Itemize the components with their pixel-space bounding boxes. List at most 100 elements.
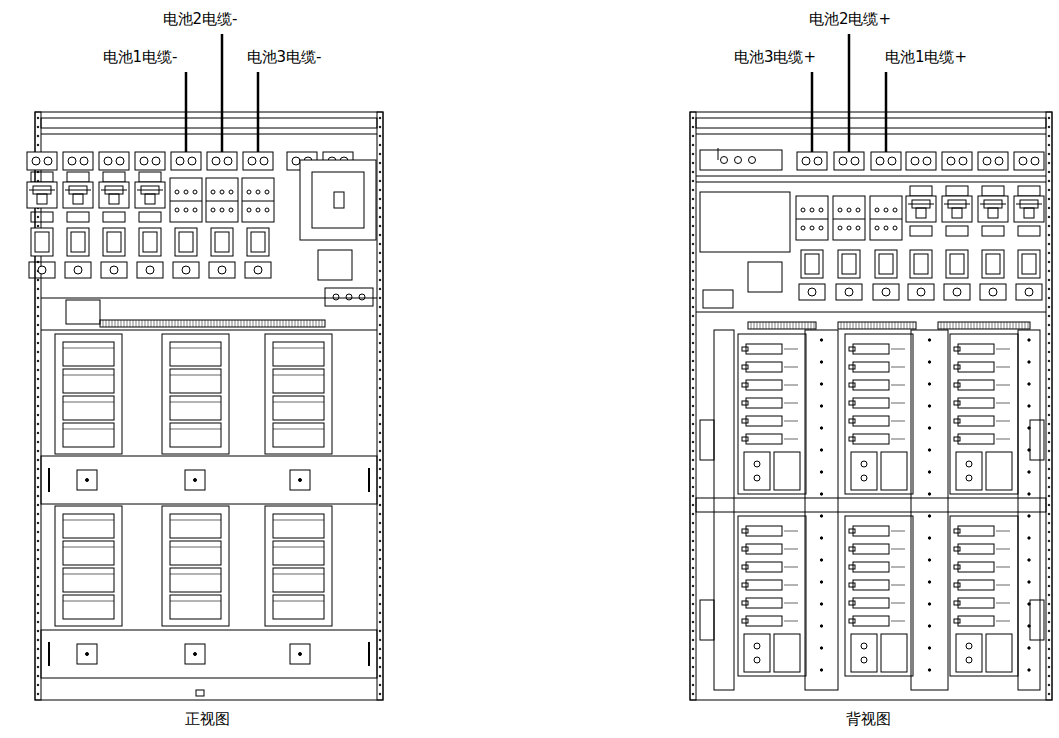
breaker-body: [63, 182, 93, 208]
comb-tooth: [787, 322, 788, 329]
terminal-bolt: [359, 294, 365, 300]
terminal-bolt: [44, 157, 52, 165]
rail-hole: [37, 675, 39, 677]
comb-tooth: [778, 322, 779, 329]
switch-line: [242, 201, 274, 202]
rail-hole: [379, 306, 381, 308]
rail-hole: [379, 513, 381, 515]
breaker-lever: [952, 208, 962, 218]
cell-tab: [954, 365, 960, 369]
rail-hole: [379, 639, 381, 641]
comb-tooth: [253, 320, 254, 327]
switch-dot: [247, 190, 251, 194]
module-cell: [853, 562, 889, 572]
module-cell: [746, 344, 782, 354]
module-cell: [746, 562, 782, 572]
switch-body: [870, 196, 902, 240]
rail-hole: [692, 288, 694, 290]
rail-hole: [1048, 387, 1050, 389]
lug-block: [836, 284, 862, 300]
drawing: [27, 34, 1052, 700]
rail-hole: [37, 594, 39, 596]
comb-tooth: [313, 320, 314, 327]
rail-hole: [1048, 513, 1050, 515]
bar-hole: [928, 339, 930, 341]
comb-tooth: [217, 320, 218, 327]
leader-line: [848, 34, 851, 152]
rail-hole: [379, 441, 381, 443]
module-cell: [746, 434, 782, 444]
drawer-handle-line: [63, 601, 114, 602]
comb-tooth: [977, 322, 978, 329]
cell-line: [891, 621, 905, 622]
comb-tooth: [199, 320, 200, 327]
module-cell: [746, 416, 782, 426]
comb-tooth: [956, 322, 957, 329]
drawer-handle-line: [273, 547, 324, 548]
breaker-lever: [145, 194, 155, 204]
terminal-block: [978, 152, 1008, 170]
cell-line: [784, 567, 798, 568]
comb-tooth: [127, 320, 128, 327]
breaker-body: [27, 182, 57, 208]
rail-hole: [1048, 612, 1050, 614]
cell-line: [996, 549, 1010, 550]
cell-line: [996, 385, 1010, 386]
terminal-bolt: [152, 157, 160, 165]
contactor-body: [801, 250, 823, 278]
drawer-handle-line: [63, 429, 114, 430]
comb-tooth: [289, 320, 290, 327]
lug-block: [799, 284, 825, 300]
rail-hole: [379, 198, 381, 200]
pointer-line: [718, 148, 719, 160]
comb-tooth: [1019, 322, 1020, 329]
leader-line: [221, 34, 224, 152]
connector-bolt: [861, 461, 867, 467]
switch-dot: [256, 190, 260, 194]
module-cell: [958, 544, 994, 554]
comb-tooth: [277, 320, 278, 327]
cell-line: [996, 439, 1010, 440]
terminal-bolt: [814, 157, 822, 165]
switch-dot: [856, 226, 860, 230]
battery-frame: [265, 334, 332, 454]
rail-hole: [379, 351, 381, 353]
cell-line: [784, 439, 798, 440]
breaker-body: [906, 196, 936, 222]
rail-hole: [692, 414, 694, 416]
rail-hole: [37, 423, 39, 425]
terminal-bolt: [888, 157, 896, 165]
comb-tooth: [962, 322, 963, 329]
switch-dot: [893, 208, 897, 212]
rail-hole: [692, 261, 694, 263]
bar-hole: [1028, 647, 1030, 649]
rail-hole: [379, 405, 381, 407]
comb-tooth: [901, 322, 902, 329]
comb-tooth: [154, 320, 155, 327]
battery-drawer: [273, 541, 324, 565]
cell-line: [996, 367, 1010, 368]
shelf-slot: [48, 642, 50, 666]
bar-hole: [820, 427, 822, 429]
cell-tab: [954, 419, 960, 423]
rail-hole: [1048, 585, 1050, 587]
terminal-strip: [325, 288, 373, 306]
bracket-hole: [194, 479, 197, 482]
comb-tooth: [763, 322, 764, 329]
rail-hole: [1048, 657, 1050, 659]
bar-hole: [820, 537, 822, 539]
breaker-body: [942, 196, 972, 222]
breaker-body: [135, 182, 165, 208]
bar-hole: [928, 361, 930, 363]
comb-tooth: [751, 322, 752, 329]
contactor-coil: [215, 232, 229, 252]
lug-block: [137, 262, 163, 278]
cell-tab: [849, 401, 855, 405]
lug-block: [65, 262, 91, 278]
contactor-body: [31, 228, 53, 256]
bar-hole: [820, 471, 822, 473]
breaker-body: [1014, 196, 1044, 222]
busbar: [67, 212, 89, 222]
bar-hole: [928, 625, 930, 627]
rail-hole: [379, 252, 381, 254]
